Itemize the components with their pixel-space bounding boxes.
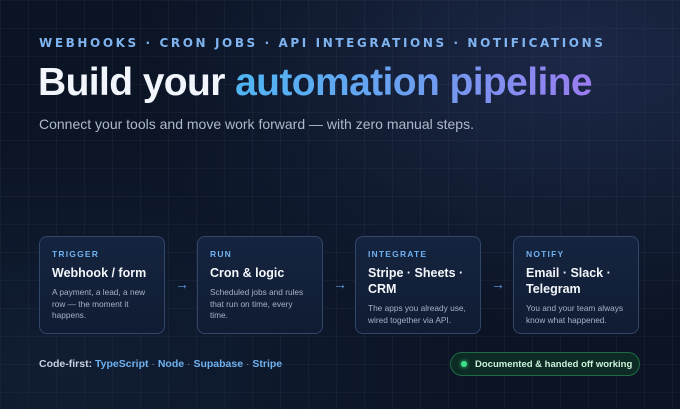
- page-title: Build your automation pipeline: [38, 60, 593, 106]
- status-badge: Documented & handed off working: [450, 352, 640, 376]
- step-title: Email · Slack · Telegram: [526, 266, 611, 296]
- tech-stack: Code-first: TypeScript · Node · Supabase…: [39, 358, 282, 370]
- tech-item: Supabase: [193, 358, 244, 370]
- tech-item: Stripe: [252, 358, 283, 370]
- step-description: Scheduled jobs and rules that run on tim…: [210, 287, 304, 320]
- step-card-integrate: INTEGRATE Stripe · Sheets · CRM The apps…: [355, 236, 481, 334]
- step-card-run: RUN Cron & logic Scheduled jobs and rule…: [197, 236, 323, 334]
- step-description: A payment, a lead, a new row — the momen…: [52, 287, 146, 320]
- tech-stack-label: Code-first:: [39, 358, 93, 370]
- separator: ·: [245, 358, 250, 370]
- step-card-notify: NOTIFY Email · Slack · Telegram You and …: [513, 236, 639, 334]
- step-title: Stripe · Sheets · CRM: [368, 266, 464, 296]
- pipeline-steps: TRIGGER Webhook / form A payment, a lead…: [39, 236, 641, 336]
- page-subtitle: Connect your tools and move work forward…: [39, 116, 474, 132]
- separator: ·: [151, 358, 155, 370]
- step-label: RUN: [210, 249, 233, 259]
- tech-item: Node: [157, 358, 185, 370]
- step-card-trigger: TRIGGER Webhook / form A payment, a lead…: [39, 236, 165, 334]
- step-description: The apps you already use, wired together…: [368, 303, 466, 325]
- step-label: TRIGGER: [52, 249, 100, 259]
- step-label: NOTIFY: [526, 249, 565, 259]
- step-description: You and your team always know what happe…: [526, 303, 624, 325]
- headline-accent: automation pipeline: [235, 61, 593, 104]
- step-title: Cron & logic: [210, 266, 285, 280]
- headline-prefix: Build your: [38, 61, 236, 104]
- arrow-right-icon: →: [491, 276, 505, 292]
- arrow-right-icon: →: [333, 276, 347, 292]
- separator: ·: [187, 358, 191, 370]
- status-dot-icon: [461, 361, 467, 367]
- step-label: INTEGRATE: [368, 249, 428, 259]
- eyebrow-tagline: WEBHOOKS · CRON JOBS · API INTEGRATIONS …: [39, 36, 606, 50]
- step-title: Webhook / form: [52, 266, 147, 280]
- tech-item: TypeScript: [95, 358, 149, 370]
- arrow-right-icon: →: [175, 276, 189, 292]
- status-badge-text: Documented & handed off working: [475, 358, 633, 370]
